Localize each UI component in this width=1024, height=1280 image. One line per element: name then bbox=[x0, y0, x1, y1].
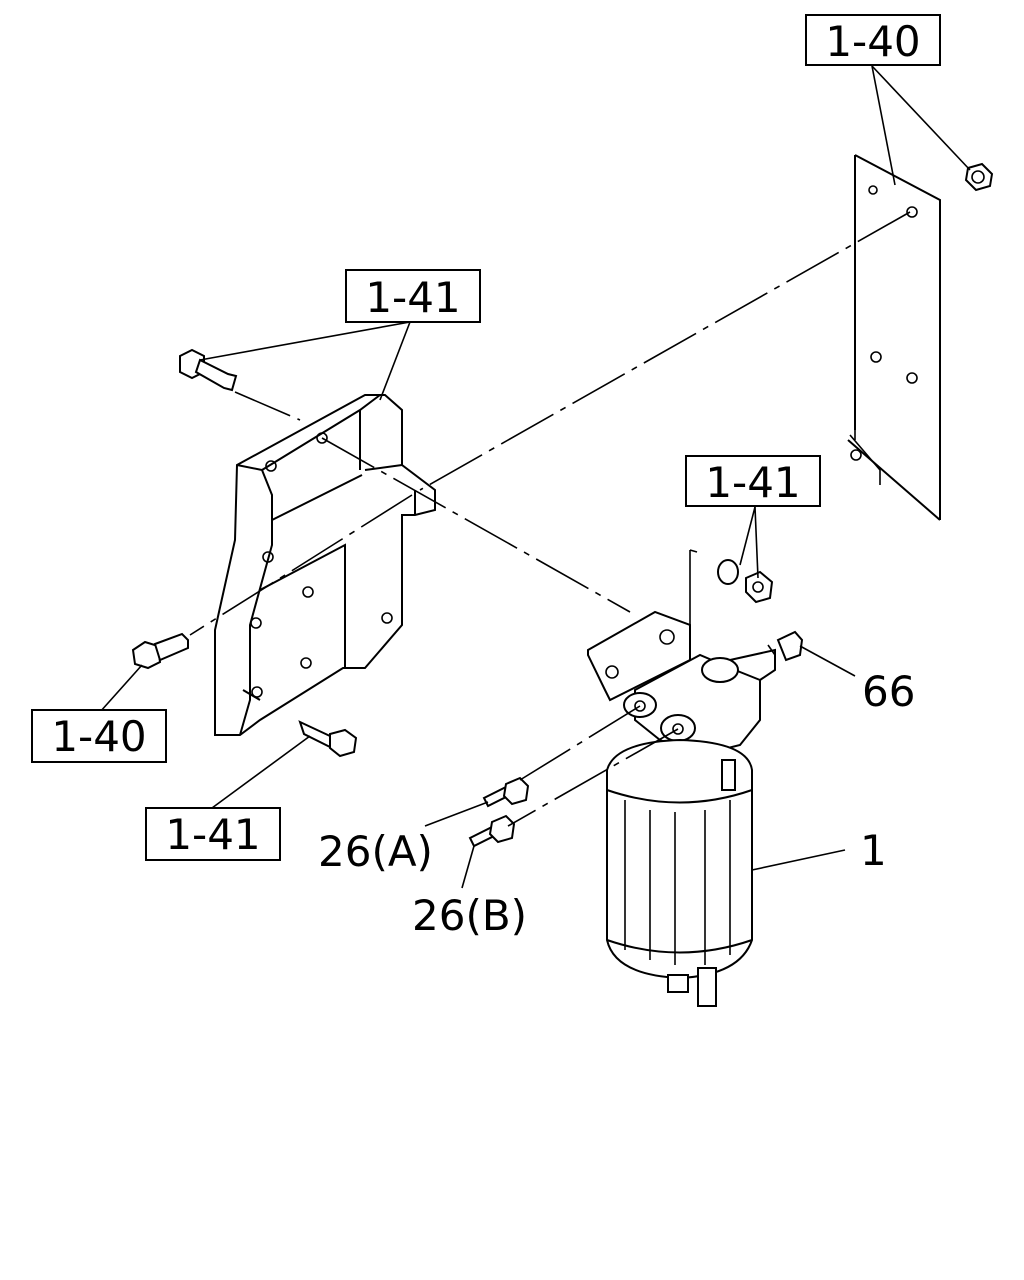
callout-ref-left-text: 1-40 bbox=[51, 712, 146, 761]
callout-ref-mid-right-text: 1-41 bbox=[705, 458, 800, 507]
fuel-filter bbox=[587, 610, 776, 1007]
leader-lines bbox=[99, 65, 971, 889]
cap-66 bbox=[776, 630, 804, 662]
part-number-26a: 26(A) bbox=[318, 827, 433, 876]
fitting-26a bbox=[482, 776, 530, 808]
part-number-26b: 26(B) bbox=[412, 891, 527, 940]
mounting-bracket bbox=[214, 394, 436, 736]
part-number-66: 66 bbox=[862, 667, 915, 716]
callout-ref-bottom-left-text: 1-41 bbox=[165, 810, 260, 859]
callout-ref-bottom-left: 1-41 bbox=[145, 807, 281, 861]
part-number-1: 1 bbox=[860, 826, 887, 875]
callout-ref-top-right-text: 1-40 bbox=[825, 17, 920, 66]
bolt-left bbox=[131, 632, 189, 670]
alignment-lines bbox=[189, 211, 911, 827]
bolt-bottom bbox=[298, 720, 358, 758]
fitting-26b bbox=[468, 814, 516, 848]
bolt-top-left bbox=[179, 348, 238, 392]
callout-ref-left: 1-40 bbox=[31, 709, 167, 763]
flange-nut-top bbox=[964, 162, 994, 192]
callout-ref-top-right: 1-40 bbox=[805, 14, 941, 66]
callout-ref-top-bracket-text: 1-41 bbox=[365, 273, 460, 322]
callout-ref-top-bracket: 1-41 bbox=[345, 269, 481, 323]
washer-nut-mid bbox=[717, 559, 774, 604]
frame-plate bbox=[847, 154, 941, 521]
callout-ref-mid-right: 1-41 bbox=[685, 455, 821, 507]
